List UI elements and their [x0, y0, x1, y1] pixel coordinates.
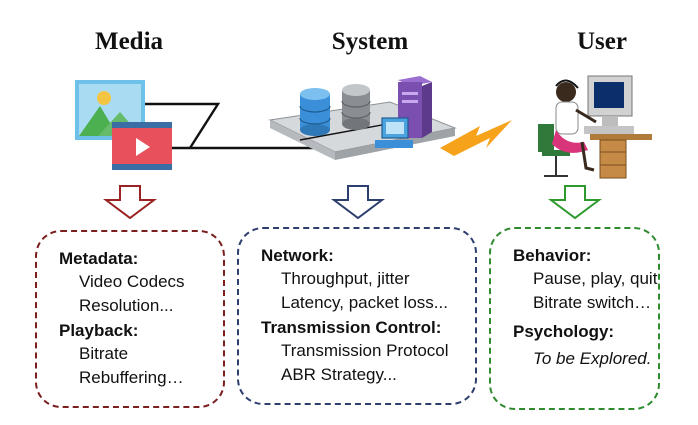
list-item: Transmission Protocol [281, 341, 449, 360]
section-heading: Behavior: [513, 246, 592, 265]
list-item: Bitrate switch… [533, 293, 652, 312]
list-item: Bitrate [79, 344, 129, 363]
system-factors-box: Network: Throughput, jitter Latency, pac… [237, 227, 477, 405]
database-icon [299, 88, 331, 136]
arrow-down-icon [548, 185, 602, 220]
server-tower-icon [398, 76, 432, 138]
media-factors-box: Metadata: Video Codecs Resolution... Pla… [35, 230, 225, 408]
list-item: To be Explored. [533, 349, 652, 368]
computer-monitor-icon [375, 117, 413, 148]
database-icon [341, 84, 371, 130]
video-icon [112, 122, 172, 170]
lightning-icon [440, 120, 512, 156]
user-factors-box: Behavior: Pause, play, quit Bitrate swit… [489, 227, 660, 410]
list-item: Rebuffering… [79, 368, 184, 387]
user-at-desk-icon [538, 75, 652, 179]
media-title: Media [94, 28, 164, 55]
user-title: User [577, 28, 627, 55]
list-item: Throughput, jitter [281, 269, 410, 288]
section-heading: Transmission Control: [261, 318, 442, 337]
section-heading: Playback: [59, 321, 139, 340]
system-title: System [331, 28, 409, 55]
arrow-down-icon [331, 185, 385, 220]
arrow-down-icon [103, 185, 157, 220]
section-heading: Network: [261, 246, 334, 265]
connector-lines [145, 102, 325, 150]
image-icon [75, 80, 145, 140]
list-item: Video Codecs [79, 272, 185, 291]
list-item: ABR Strategy... [281, 365, 397, 384]
list-item: Latency, packet loss... [281, 293, 448, 312]
list-item: Resolution... [79, 296, 174, 315]
list-item: Pause, play, quit [533, 269, 658, 288]
section-heading: Psychology: [513, 322, 615, 341]
section-heading: Metadata: [59, 249, 139, 268]
